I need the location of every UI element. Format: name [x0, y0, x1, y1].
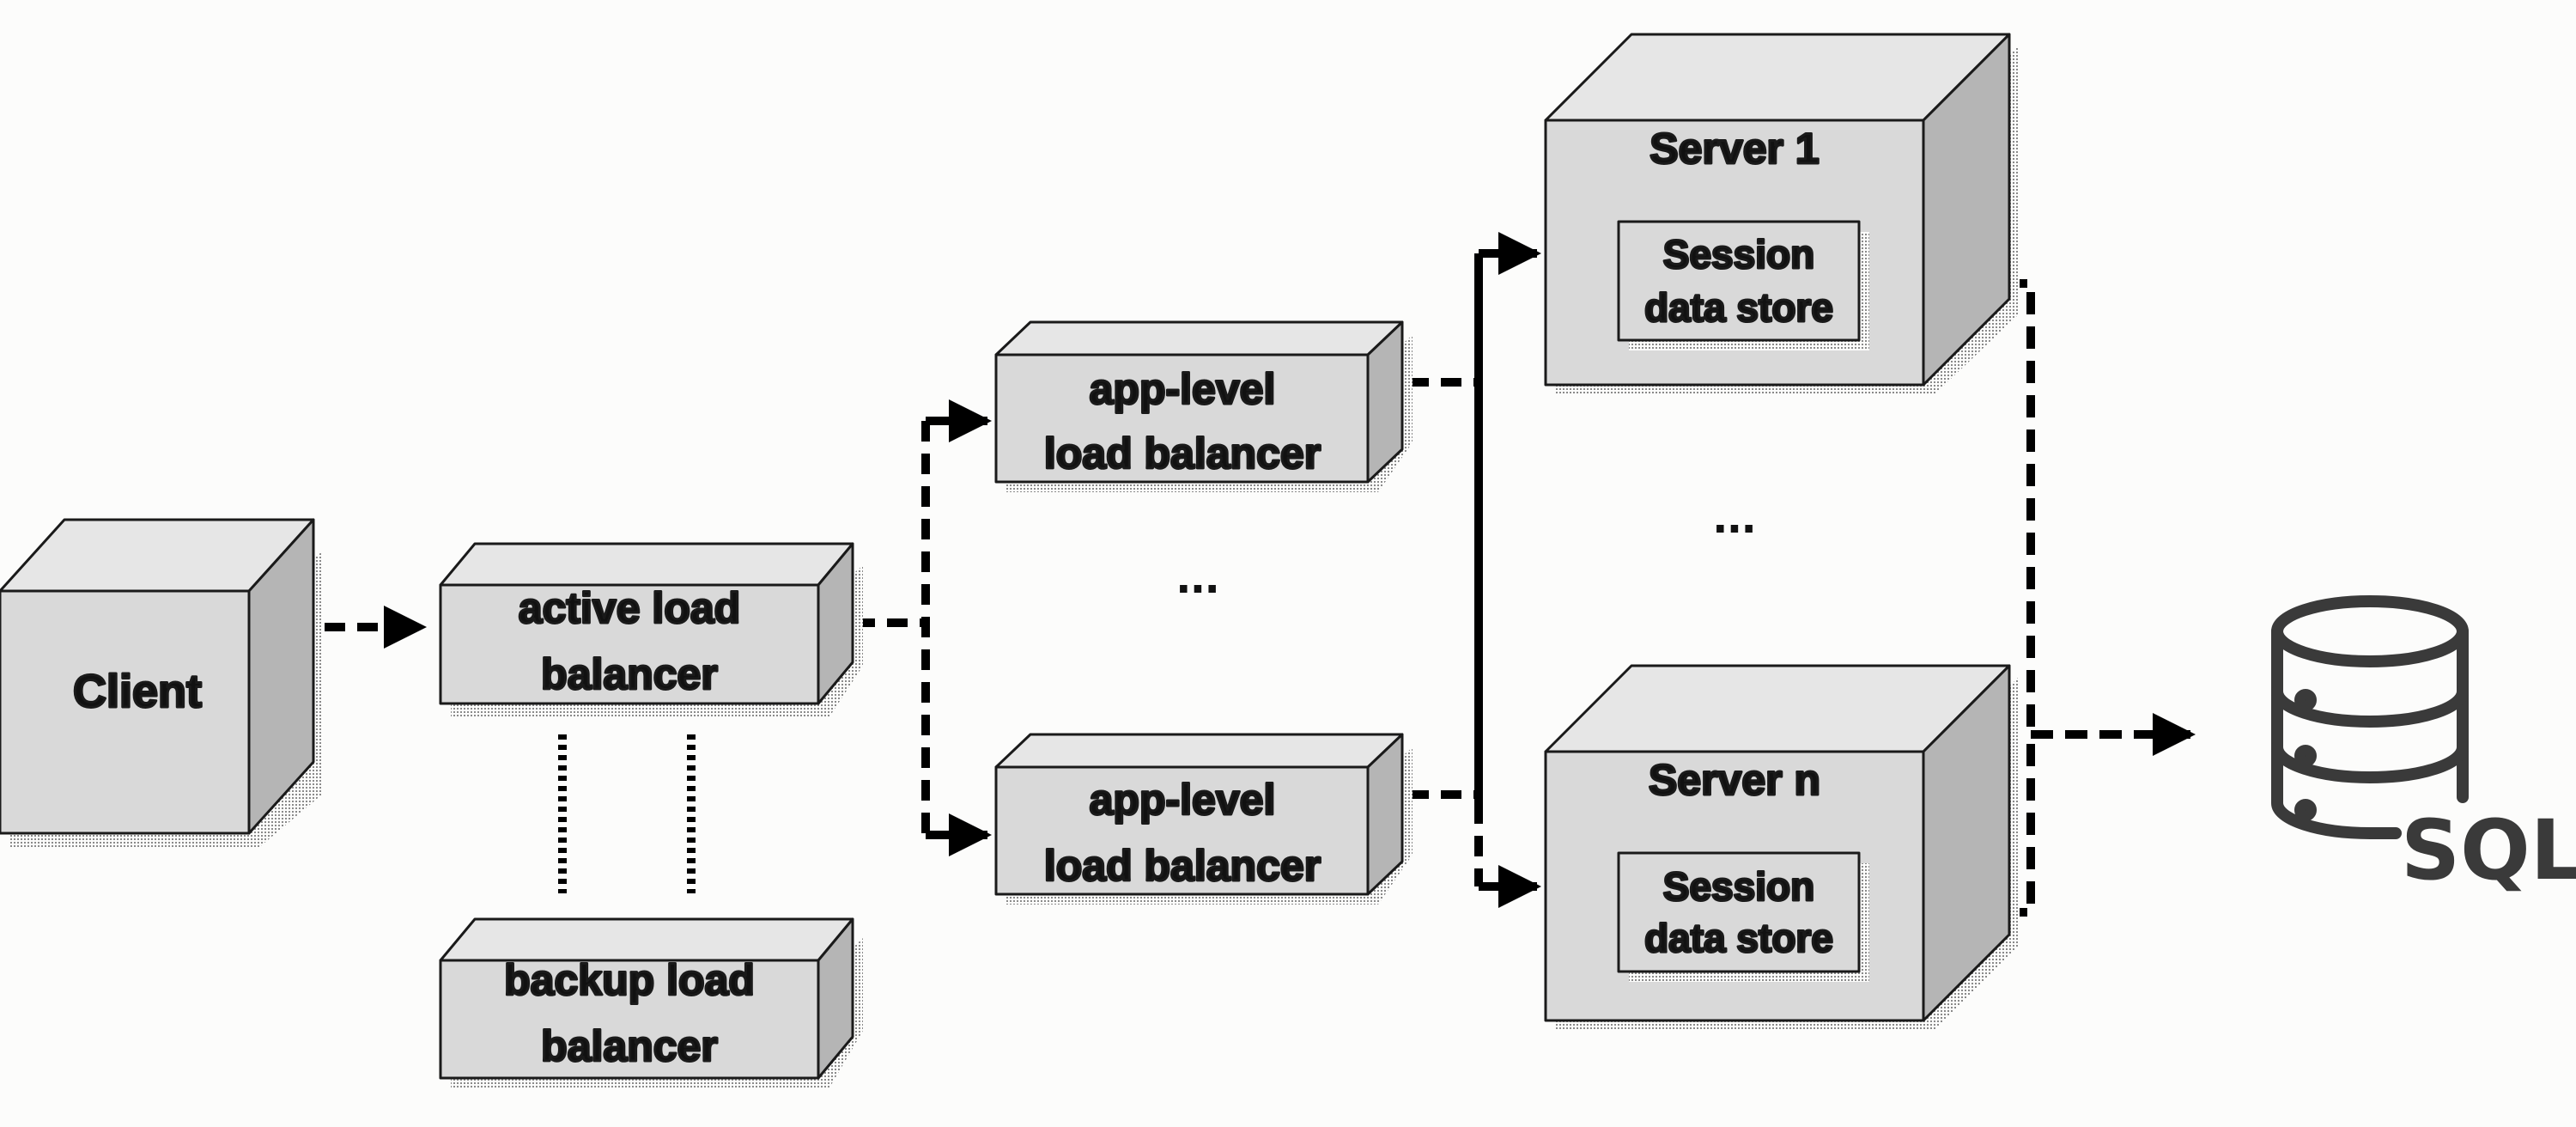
- server-ellipsis: ...: [1713, 486, 1756, 544]
- active-lb-box: active load balancer: [439, 542, 863, 718]
- server-n-session-line1: Session: [1663, 864, 1814, 909]
- app-lb-top-line2: load balancer: [1044, 429, 1321, 478]
- client-box: Client: [0, 518, 322, 849]
- app-lb-top-line1: app-level: [1090, 365, 1276, 413]
- server1-session-store: [1617, 220, 1861, 342]
- backup-lb-line1: backup load: [504, 956, 755, 1004]
- app-lb-bottom-line1: app-level: [1090, 776, 1276, 824]
- active-lb-line2: balancer: [541, 650, 718, 698]
- server-n-session-store: [1617, 851, 1861, 973]
- server1-session-line2: data store: [1644, 285, 1833, 330]
- active-lb-line1: active load: [519, 584, 740, 632]
- app-lb-ellipsis: ...: [1176, 546, 1219, 604]
- client-label: Client: [73, 666, 202, 717]
- server1-title: Server 1: [1649, 125, 1819, 173]
- server-n-title: Server n: [1649, 756, 1820, 804]
- server-n-box: Server n Session data store: [1544, 664, 2020, 1031]
- server-n-session-line2: data store: [1644, 916, 1833, 960]
- app-lb-bottom-line2: load balancer: [1044, 842, 1321, 890]
- backup-lb-box: backup load balancer: [439, 917, 863, 1089]
- database-label: SQL: [2401, 802, 2576, 899]
- backup-lb-line2: balancer: [541, 1022, 718, 1070]
- database-icon: [2271, 595, 2469, 839]
- server1-box: Server 1 Session data store: [1544, 33, 2020, 395]
- active-lb-to-app-lbs-connector: [854, 421, 930, 835]
- server1-session-line1: Session: [1663, 232, 1814, 277]
- app-lb-bottom-box: app-level load balancer: [994, 733, 1413, 905]
- app-lb-top-box: app-level load balancer: [994, 320, 1413, 492]
